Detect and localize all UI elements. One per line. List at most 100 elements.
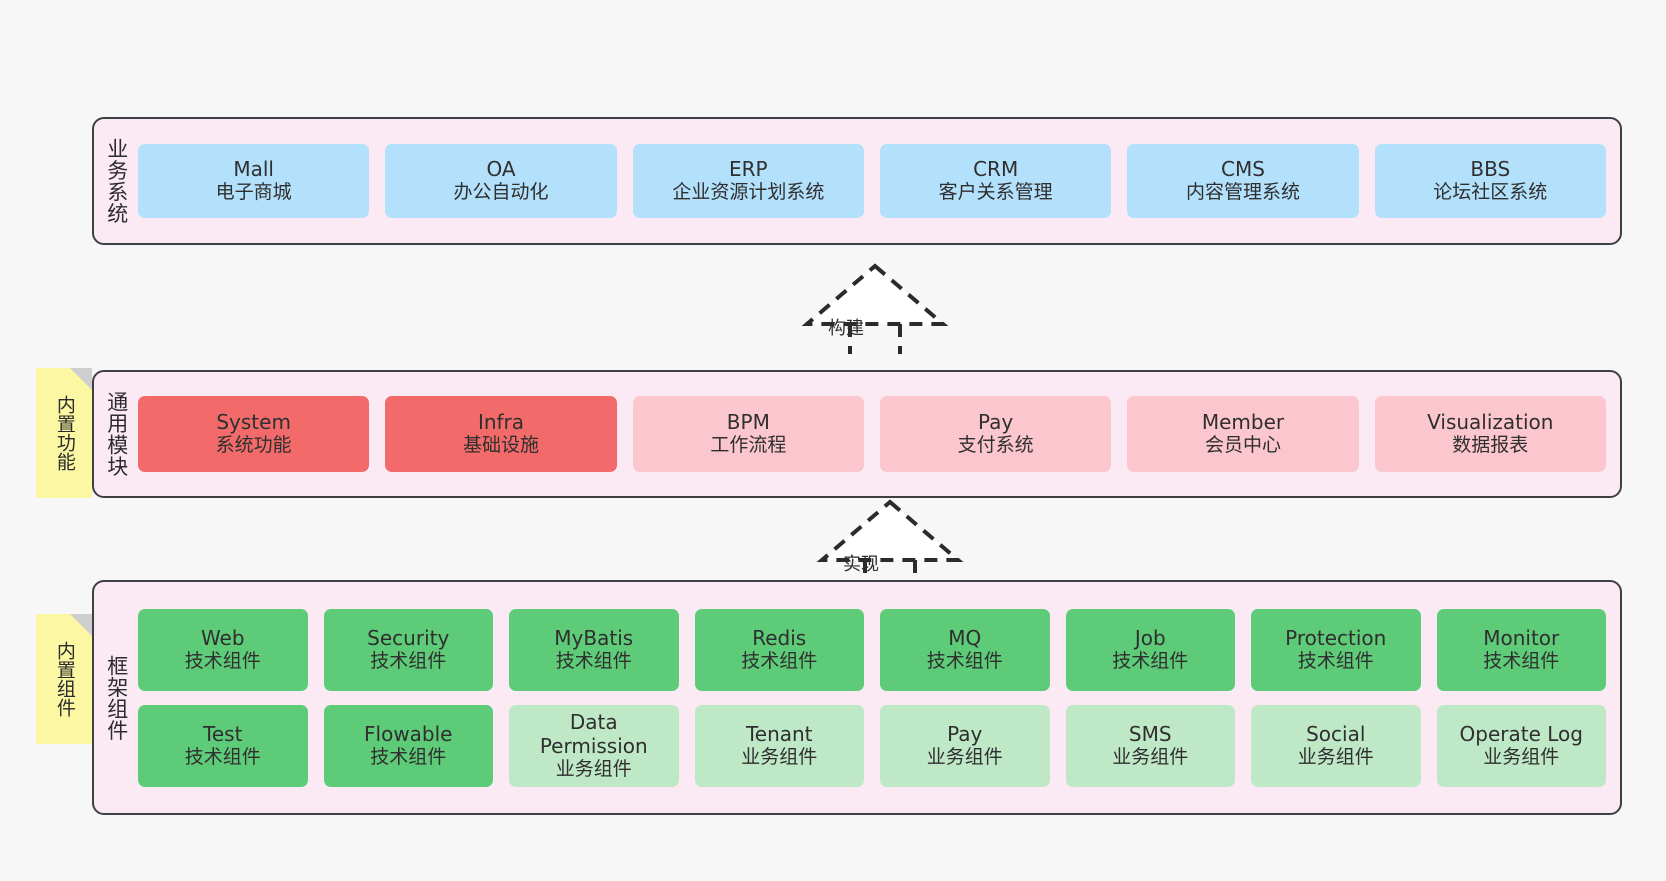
layer-framework-component: 框架组件 Web 技术组件 Security 技术组件 MyBatis 技术组件… — [92, 580, 1622, 815]
module-card-subtitle: 工作流程 — [710, 434, 787, 457]
module-card-monitor[interactable]: Monitor 技术组件 — [1436, 608, 1606, 691]
module-card-social[interactable]: Social 业务组件 — [1251, 704, 1421, 787]
module-card-sms[interactable]: SMS 业务组件 — [1065, 704, 1235, 787]
module-card-title: Monitor — [1483, 625, 1560, 650]
module-card-subtitle: 支付系统 — [957, 434, 1034, 457]
module-card-pay[interactable]: Pay 支付系统 — [879, 396, 1112, 472]
module-card-crm[interactable]: CRM 客户关系管理 — [879, 144, 1112, 218]
module-card-subtitle: 企业资源计划系统 — [672, 181, 825, 204]
module-card-job[interactable]: Job 技术组件 — [1065, 608, 1235, 691]
module-card-title: Flowable — [364, 721, 453, 746]
module-card-title: ERP — [729, 157, 768, 182]
layer-body-business-system: Mall 电子商城 OA 办公自动化 ERP 企业资源计划系统 CRM 客户关系… — [138, 119, 1620, 243]
sticky-fold-corner-icon — [70, 368, 92, 390]
module-card-tenant[interactable]: Tenant 业务组件 — [694, 704, 864, 787]
module-card-test[interactable]: Test 技术组件 — [138, 704, 308, 787]
layer-row: Web 技术组件 Security 技术组件 MyBatis 技术组件 Redi… — [138, 608, 1606, 691]
module-card-title: Protection — [1285, 625, 1387, 650]
module-card-title: Visualization — [1427, 410, 1554, 435]
layer-body-common-module: System 系统功能 Infra 基础设施 BPM 工作流程 Pay 支付系统… — [138, 372, 1620, 496]
layer-business-system: 业务系统 Mall 电子商城 OA 办公自动化 ERP 企业资源计划系统 CRM… — [92, 117, 1622, 245]
module-card-subtitle: 技术组件 — [184, 649, 261, 672]
layer-row: Test 技术组件 Flowable 技术组件 Data Permission … — [138, 704, 1606, 787]
module-card-subtitle: 技术组件 — [1297, 649, 1374, 672]
module-card-subtitle: 业务组件 — [1112, 745, 1189, 768]
module-card-bpm[interactable]: BPM 工作流程 — [632, 396, 864, 472]
module-card-operate-log[interactable]: Operate Log 业务组件 — [1436, 704, 1606, 787]
module-card-subtitle: 业务组件 — [1297, 745, 1374, 768]
module-card-protection[interactable]: Protection 技术组件 — [1251, 608, 1421, 691]
sticky-note-builtin-component: 内置组件 — [36, 614, 92, 744]
connector-build: 构建 — [800, 262, 950, 354]
module-card-bbs[interactable]: BBS 论坛社区系统 — [1374, 144, 1606, 218]
module-card-subtitle: 业务组件 — [741, 745, 818, 768]
module-card-data-permission[interactable]: Data Permission 业务组件 — [509, 704, 679, 787]
module-card-system[interactable]: System 系统功能 — [138, 396, 370, 472]
module-card-flowable[interactable]: Flowable 技术组件 — [323, 704, 493, 787]
connector-build-label: 构建 — [828, 318, 864, 339]
module-card-security[interactable]: Security 技术组件 — [323, 608, 493, 691]
module-card-title: CMS — [1221, 157, 1265, 182]
module-card-subtitle: 数据报表 — [1452, 434, 1529, 457]
module-card-subtitle: 客户关系管理 — [938, 181, 1053, 204]
module-card-title: BBS — [1470, 157, 1511, 182]
module-card-title: Infra — [477, 410, 525, 435]
module-card-mybatis[interactable]: MyBatis 技术组件 — [509, 608, 679, 691]
sticky-note-builtin-function: 内置功能 — [36, 368, 92, 498]
module-card-title: Job — [1134, 625, 1166, 650]
module-card-cms[interactable]: CMS 内容管理系统 — [1127, 144, 1359, 218]
module-card-redis[interactable]: Redis 技术组件 — [694, 608, 864, 691]
module-card-mq[interactable]: MQ 技术组件 — [880, 608, 1050, 691]
module-card-title: Operate Log — [1459, 721, 1583, 746]
module-card-subtitle: 电子商城 — [215, 181, 292, 204]
connector-implement-label: 实现 — [843, 554, 879, 575]
sticky-fold-corner-icon — [70, 614, 92, 636]
module-card-subtitle: 技术组件 — [926, 649, 1003, 672]
layer-title-framework-component: 框架组件 — [104, 654, 129, 741]
module-card-title: Member — [1201, 410, 1285, 435]
module-card-visualization[interactable]: Visualization 数据报表 — [1374, 396, 1606, 472]
module-card-erp[interactable]: ERP 企业资源计划系统 — [632, 144, 864, 218]
module-card-member[interactable]: Member 会员中心 — [1127, 396, 1359, 472]
module-card-title: Mall — [233, 157, 274, 182]
layer-row: System 系统功能 Infra 基础设施 BPM 工作流程 Pay 支付系统… — [138, 396, 1606, 472]
sticky-note-label: 内置功能 — [53, 395, 76, 471]
module-card-subtitle: 技术组件 — [555, 649, 632, 672]
module-card-title: SMS — [1128, 721, 1172, 746]
module-card-subtitle: 技术组件 — [1483, 649, 1560, 672]
module-card-title: Test — [203, 721, 243, 746]
module-card-mall[interactable]: Mall 电子商城 — [138, 144, 370, 218]
module-card-title: BPM — [726, 410, 770, 435]
module-card-title: Web — [200, 625, 245, 650]
module-card-title: CRM — [973, 157, 1019, 182]
module-card-subtitle: 技术组件 — [370, 649, 447, 672]
module-card-title: Security — [367, 625, 450, 650]
module-card-title: Social — [1306, 721, 1366, 746]
module-card-title: System — [216, 410, 291, 435]
module-card-title: MQ — [948, 625, 982, 650]
layer-title-common-module: 通用模块 — [104, 391, 129, 477]
module-card-title: Redis — [752, 625, 807, 650]
connector-implement: 实现 — [815, 498, 965, 590]
module-card-title: OA — [486, 157, 516, 182]
connector-build-arrow — [801, 263, 949, 354]
module-card-web[interactable]: Web 技术组件 — [138, 608, 308, 691]
module-card-subtitle: 技术组件 — [184, 745, 261, 768]
connector-implement-arrow — [816, 499, 964, 590]
module-card-subtitle: 办公自动化 — [453, 181, 549, 204]
layer-body-framework-component: Web 技术组件 Security 技术组件 MyBatis 技术组件 Redi… — [138, 582, 1620, 813]
module-card-pay-business[interactable]: Pay 业务组件 — [880, 704, 1050, 787]
module-card-infra[interactable]: Infra 基础设施 — [385, 396, 617, 472]
sticky-note-label: 内置组件 — [53, 641, 76, 717]
module-card-subtitle: 业务组件 — [1483, 745, 1560, 768]
layer-common-module: 通用模块 System 系统功能 Infra 基础设施 BPM 工作流程 Pay… — [92, 370, 1622, 498]
module-card-oa[interactable]: OA 办公自动化 — [385, 144, 617, 218]
module-card-subtitle: 业务组件 — [555, 757, 632, 780]
module-card-subtitle: 系统功能 — [215, 434, 292, 457]
module-card-subtitle: 会员中心 — [1204, 434, 1281, 457]
layer-title-business-system: 业务系统 — [104, 138, 129, 224]
module-card-subtitle: 技术组件 — [741, 649, 818, 672]
module-card-title: Pay — [947, 721, 983, 746]
module-card-subtitle: 内容管理系统 — [1185, 181, 1300, 204]
